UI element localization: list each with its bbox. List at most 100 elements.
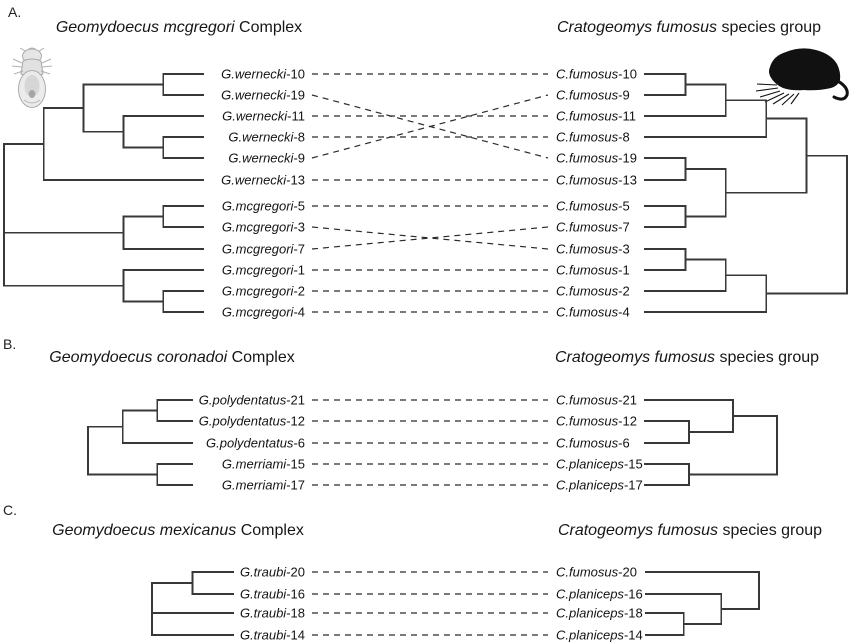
host-taxon-C.fumosus-21: C.fumosus-21 bbox=[556, 393, 637, 408]
taxon-specimen-number: -17 bbox=[624, 478, 643, 493]
host-taxon-C.fumosus-1: C.fumosus-1 bbox=[556, 263, 630, 278]
taxon-specimen-number: -4 bbox=[293, 305, 305, 320]
taxon-specimen-number: -7 bbox=[293, 242, 305, 257]
taxon-species-name: G.wernecki bbox=[221, 88, 287, 103]
host-taxon-C.fumosus-10: C.fumosus-10 bbox=[556, 67, 637, 82]
taxon-species-name: C.fumosus bbox=[556, 67, 619, 82]
taxon-species-name: G.traubi bbox=[240, 606, 287, 621]
taxon-species-name: C.planiceps bbox=[556, 606, 624, 621]
host-taxon-C.fumosus-7: C.fumosus-7 bbox=[556, 220, 630, 235]
host-taxon-C.fumosus-3: C.fumosus-3 bbox=[556, 242, 630, 257]
taxon-species-name: C.fumosus bbox=[556, 393, 619, 408]
host-taxon-C.fumosus-19: C.fumosus-19 bbox=[556, 151, 637, 166]
taxon-specimen-number: -21 bbox=[286, 393, 305, 408]
parasite-taxon-G.mcgregori-4: G.mcgregori-4 bbox=[222, 305, 305, 320]
taxon-species-name: G.mcgregori bbox=[222, 263, 295, 278]
parasite-tree-b bbox=[87, 399, 193, 486]
taxon-specimen-number: -20 bbox=[618, 565, 637, 580]
taxon-species-name: C.fumosus bbox=[556, 305, 619, 320]
parasite-taxon-G.merriami-17: G.merriami-17 bbox=[222, 478, 305, 493]
taxon-species-name: G.mcgregori bbox=[222, 305, 295, 320]
parasite-taxon-G.wernecki-10: G.wernecki-10 bbox=[221, 67, 305, 82]
taxon-species-name: G.wernecki bbox=[222, 109, 288, 124]
taxon-species-name: G.mcgregori bbox=[222, 284, 295, 299]
taxon-species-name: C.fumosus bbox=[556, 220, 619, 235]
parasite-taxon-G.merriami-15: G.merriami-15 bbox=[222, 457, 305, 472]
parasite-taxon-G.traubi-14: G.traubi-14 bbox=[240, 628, 305, 643]
parasite-taxon-G.mcgregori-1: G.mcgregori-1 bbox=[222, 263, 305, 278]
host-taxon-C.fumosus-11: C.fumosus-11 bbox=[556, 109, 636, 124]
taxon-specimen-number: -3 bbox=[618, 242, 630, 257]
taxon-specimen-number: -9 bbox=[293, 151, 305, 166]
taxon-species-name: C.fumosus bbox=[556, 199, 619, 214]
taxon-specimen-number: -16 bbox=[286, 587, 305, 602]
host-taxon-C.fumosus-4: C.fumosus-4 bbox=[556, 305, 630, 320]
taxon-species-name: G.polydentatus bbox=[206, 436, 294, 451]
taxon-specimen-number: -11 bbox=[618, 109, 636, 124]
taxon-species-name: G.mcgregori bbox=[222, 220, 295, 235]
taxon-specimen-number: -21 bbox=[618, 393, 637, 408]
host-taxon-C.fumosus-9: C.fumosus-9 bbox=[556, 88, 630, 103]
taxon-species-name: C.fumosus bbox=[556, 109, 619, 124]
taxon-specimen-number: -7 bbox=[618, 220, 630, 235]
gopher-silhouette-icon bbox=[755, 48, 849, 106]
taxon-species-name: G.traubi bbox=[240, 628, 287, 643]
panel-a: G.wernecki-10G.wernecki-19G.wernecki-11G… bbox=[3, 67, 848, 320]
host-taxon-C.fumosus-6: C.fumosus-6 bbox=[556, 436, 630, 451]
taxon-specimen-number: -9 bbox=[618, 88, 630, 103]
host-parasite-links-b bbox=[312, 399, 548, 486]
taxon-specimen-number: -6 bbox=[618, 436, 630, 451]
taxon-species-name: C.fumosus bbox=[556, 242, 619, 257]
taxon-specimen-number: -1 bbox=[618, 263, 630, 278]
taxon-specimen-number: -4 bbox=[618, 305, 630, 320]
parasite-tree-c bbox=[151, 571, 234, 636]
host-parasite-links-a bbox=[311, 73, 549, 313]
parasite-taxon-G.mcgregori-5: G.mcgregori-5 bbox=[222, 199, 305, 214]
taxon-species-name: C.fumosus bbox=[556, 414, 619, 429]
taxon-specimen-number: -6 bbox=[293, 436, 305, 451]
taxon-species-name: C.planiceps bbox=[556, 587, 624, 602]
parasite-taxon-G.polydentatus-12: G.polydentatus-12 bbox=[199, 414, 305, 429]
taxon-specimen-number: -15 bbox=[624, 457, 643, 472]
host-taxon-C.planiceps-15: C.planiceps-15 bbox=[556, 457, 643, 472]
host-tree-a bbox=[644, 73, 848, 313]
taxon-labels-b: G.polydentatus-21G.polydentatus-12G.poly… bbox=[199, 393, 643, 493]
taxon-species-name: C.fumosus bbox=[556, 130, 619, 145]
taxon-species-name: G.wernecki bbox=[228, 130, 294, 145]
taxon-specimen-number: -10 bbox=[618, 67, 637, 82]
taxon-specimen-number: -15 bbox=[286, 457, 305, 472]
taxon-specimen-number: -8 bbox=[618, 130, 630, 145]
taxon-specimen-number: -18 bbox=[624, 606, 643, 621]
taxon-species-name: C.fumosus bbox=[556, 151, 619, 166]
taxon-specimen-number: -12 bbox=[618, 414, 637, 429]
parasite-taxon-G.traubi-18: G.traubi-18 bbox=[240, 606, 305, 621]
parasite-taxon-G.wernecki-8: G.wernecki-8 bbox=[228, 130, 305, 145]
panel-c: G.traubi-20G.traubi-16G.traubi-18G.traub… bbox=[151, 565, 760, 643]
host-taxon-C.planiceps-14: C.planiceps-14 bbox=[556, 628, 643, 643]
parasite-taxon-G.wernecki-13: G.wernecki-13 bbox=[221, 173, 305, 188]
taxon-species-name: G.mcgregori bbox=[222, 242, 295, 257]
taxon-specimen-number: -12 bbox=[286, 414, 305, 429]
host-tree-b bbox=[644, 399, 778, 486]
taxon-species-name: C.planiceps bbox=[556, 478, 624, 493]
taxon-specimen-number: -11 bbox=[287, 109, 305, 124]
taxon-labels-c: G.traubi-20G.traubi-16G.traubi-18G.traub… bbox=[240, 565, 643, 643]
taxon-specimen-number: -5 bbox=[618, 199, 630, 214]
taxon-specimen-number: -14 bbox=[286, 628, 305, 643]
taxon-specimen-number: -17 bbox=[286, 478, 305, 493]
taxon-species-name: G.merriami bbox=[222, 457, 287, 472]
host-taxon-C.planiceps-18: C.planiceps-18 bbox=[556, 606, 643, 621]
parasite-taxon-G.polydentatus-21: G.polydentatus-21 bbox=[199, 393, 305, 408]
taxon-species-name: C.planiceps bbox=[556, 628, 624, 643]
taxon-species-name: C.fumosus bbox=[556, 436, 619, 451]
host-taxon-C.fumosus-5: C.fumosus-5 bbox=[556, 199, 630, 214]
host-parasite-links-c bbox=[312, 571, 548, 636]
taxon-specimen-number: -2 bbox=[293, 284, 305, 299]
taxon-species-name: G.wernecki bbox=[228, 151, 294, 166]
taxon-species-name: G.polydentatus bbox=[199, 393, 287, 408]
taxon-species-name: C.planiceps bbox=[556, 457, 624, 472]
parasite-taxon-G.traubi-16: G.traubi-16 bbox=[240, 587, 305, 602]
host-taxon-C.planiceps-16: C.planiceps-16 bbox=[556, 587, 643, 602]
